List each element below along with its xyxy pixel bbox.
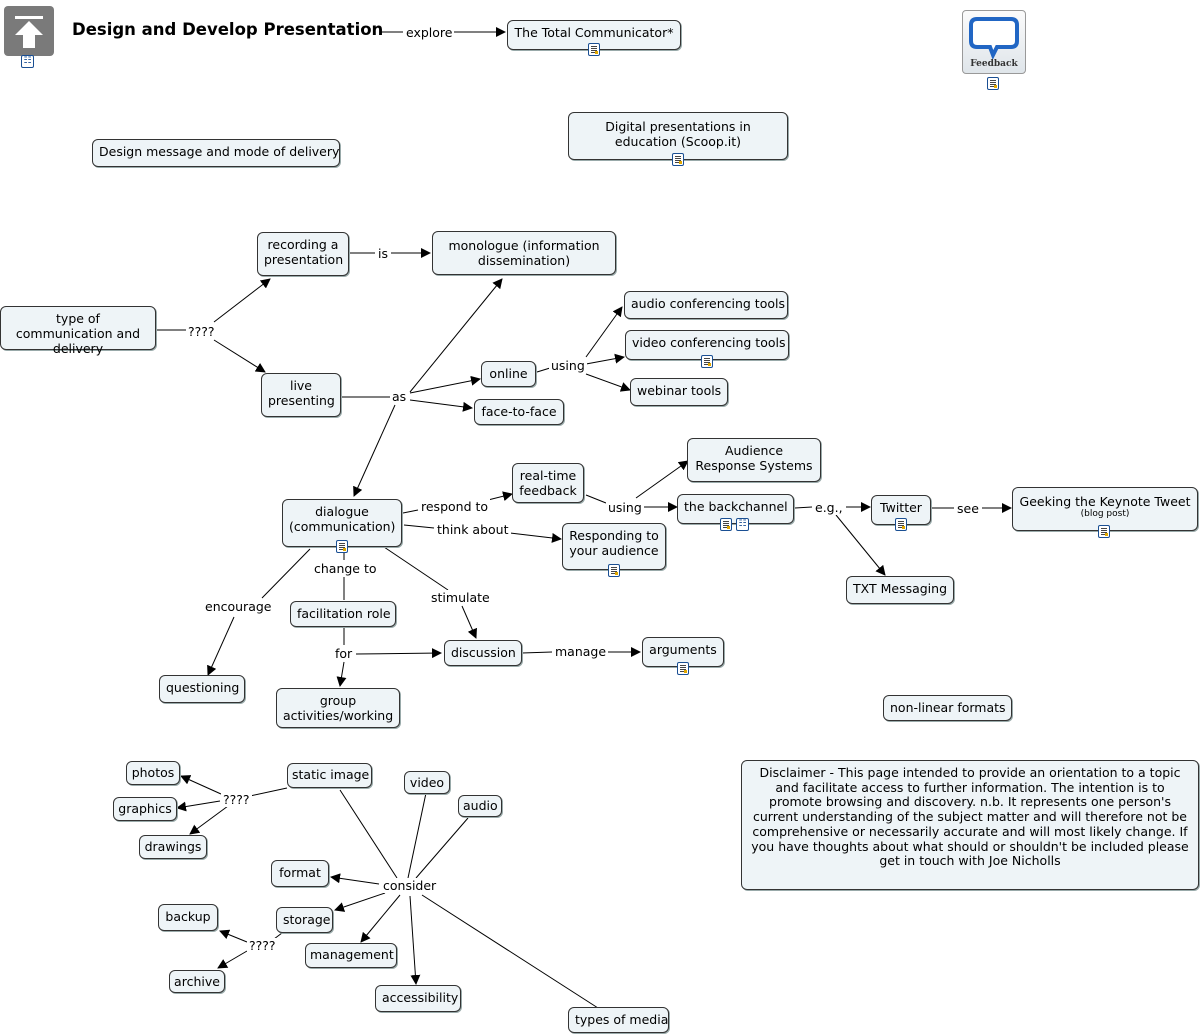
- node-geeking-subtitle: (blog post): [1080, 509, 1130, 519]
- link-label-respond-to: respond to: [419, 499, 491, 514]
- node-total-communicator[interactable]: The Total Communicator*: [507, 20, 681, 50]
- link-label-eg: e.g.,: [813, 500, 845, 515]
- node-design-message[interactable]: Design message and mode of delivery: [92, 139, 340, 167]
- node-digital-presentations[interactable]: Digital presentations in education (Scoo…: [568, 112, 788, 160]
- node-audio[interactable]: audio: [458, 795, 502, 817]
- node-geeking-keynote-tweet[interactable]: Geeking the Keynote Tweet (blog post): [1012, 487, 1198, 531]
- concept-map-icon[interactable]: ☷: [21, 55, 34, 68]
- link-label-using: using: [549, 358, 587, 373]
- node-face-to-face[interactable]: face-to-face: [474, 399, 564, 425]
- node-type-of-communication[interactable]: type of communication and delivery: [0, 306, 156, 356]
- speech-bubble-icon: [969, 17, 1019, 60]
- link-label-see: see: [955, 501, 981, 516]
- link-label-as: as: [390, 389, 409, 404]
- node-online[interactable]: online: [481, 361, 536, 387]
- node-graphics[interactable]: graphics: [113, 797, 177, 821]
- node-dialogue[interactable]: dialogue (communication): [282, 499, 402, 547]
- node-storage[interactable]: storage: [276, 907, 333, 933]
- node-questioning[interactable]: questioning: [159, 675, 245, 703]
- link-label-for: for: [333, 646, 355, 661]
- node-discussion[interactable]: discussion: [444, 640, 522, 666]
- node-backchannel[interactable]: the backchannel: [677, 494, 794, 524]
- node-archive[interactable]: archive: [169, 970, 225, 993]
- node-geeking-title: Geeking the Keynote Tweet: [1019, 494, 1191, 509]
- document-icon[interactable]: [895, 518, 907, 531]
- node-live-presenting[interactable]: live presenting: [261, 373, 341, 417]
- link-label-using: using: [606, 500, 644, 515]
- document-icon[interactable]: [701, 355, 713, 368]
- link-label-change-to: change to: [312, 561, 379, 576]
- link-label-stimulate: stimulate: [429, 590, 492, 605]
- node-accessibility[interactable]: accessibility: [375, 985, 461, 1012]
- node-realtime-feedback[interactable]: real-time feedback: [512, 463, 584, 503]
- up-arrow-glyph: [15, 16, 43, 48]
- up-arrow-icon[interactable]: [4, 6, 54, 56]
- document-icon[interactable]: [677, 662, 689, 675]
- node-monologue[interactable]: monologue (information dissemination): [432, 231, 616, 275]
- node-facilitation-role[interactable]: facilitation role: [290, 601, 396, 627]
- node-photos[interactable]: photos: [126, 761, 180, 785]
- link-label-question: ????: [247, 938, 278, 953]
- node-non-linear-formats[interactable]: non-linear formats: [883, 695, 1012, 721]
- node-txt-messaging[interactable]: TXT Messaging: [846, 576, 954, 604]
- node-backup[interactable]: backup: [158, 904, 218, 931]
- link-label-question: ????: [221, 792, 252, 807]
- node-video[interactable]: video: [404, 771, 450, 794]
- node-format[interactable]: format: [271, 860, 329, 887]
- node-group-activities[interactable]: group activities/working: [276, 688, 400, 728]
- document-icon[interactable]: [336, 540, 348, 553]
- link-label-think-about: think about: [435, 522, 511, 537]
- link-label-is: is: [376, 246, 390, 261]
- node-types-of-media[interactable]: types of media: [568, 1007, 669, 1033]
- node-recording-presentation[interactable]: recording a presentation: [257, 232, 349, 276]
- link-label-explore: explore: [404, 25, 455, 40]
- document-icon[interactable]: [672, 153, 684, 166]
- document-icon[interactable]: [1098, 525, 1110, 538]
- document-icon[interactable]: [608, 564, 620, 577]
- node-video-conferencing[interactable]: video conferencing tools: [625, 330, 789, 360]
- node-static-image[interactable]: static image: [287, 763, 372, 788]
- node-responding-audience[interactable]: Responding to your audience: [562, 523, 666, 570]
- concept-map-icon[interactable]: ☷: [736, 518, 749, 531]
- page-title: Design and Develop Presentation: [72, 20, 384, 39]
- node-audio-conferencing[interactable]: audio conferencing tools: [624, 291, 788, 319]
- link-label-encourage: encourage: [203, 599, 274, 614]
- node-drawings[interactable]: drawings: [139, 835, 207, 859]
- document-icon[interactable]: [588, 43, 600, 56]
- node-management[interactable]: management: [305, 943, 397, 968]
- feedback-label: Feedback: [970, 59, 1018, 69]
- disclaimer-note: Disclaimer - This page intended to provi…: [741, 760, 1199, 890]
- link-label-question: ????: [186, 324, 217, 339]
- link-label-manage: manage: [553, 644, 609, 659]
- node-webinar-tools[interactable]: webinar tools: [630, 378, 728, 406]
- node-audience-response-systems[interactable]: Audience Response Systems: [687, 438, 821, 482]
- feedback-button[interactable]: Feedback: [962, 10, 1026, 74]
- document-icon[interactable]: [720, 518, 732, 531]
- document-icon[interactable]: [987, 77, 999, 90]
- link-label-consider: consider: [381, 878, 439, 893]
